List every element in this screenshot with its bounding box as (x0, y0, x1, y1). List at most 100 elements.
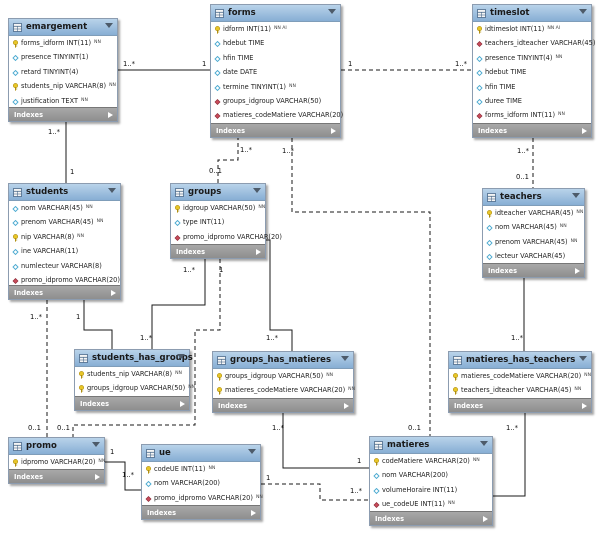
indexes-section[interactable]: Indexes (449, 398, 591, 412)
entity-title[interactable]: promo (9, 438, 104, 455)
column-row[interactable]: nom VARCHAR(45)NN (9, 201, 120, 215)
column-row[interactable]: groups_idgroup VARCHAR(50)NN (75, 381, 195, 395)
column-row[interactable]: hfin TIME (211, 51, 340, 65)
relationship-matieres-groups_has_matieres[interactable] (282, 413, 369, 469)
column-row[interactable]: numlecteur VARCHAR(8) (9, 259, 120, 273)
column-row[interactable]: teachers_idteacher VARCHAR(45)NN (449, 383, 591, 397)
indexes-section[interactable]: Indexes (9, 469, 104, 483)
indexes-section[interactable]: Indexes (142, 505, 260, 519)
indexes-section[interactable]: Indexes (483, 263, 584, 277)
column-row[interactable]: hfin TIME (473, 80, 591, 94)
column-row[interactable]: matieres_codeMatiere VARCHAR(20)NN (213, 383, 355, 397)
indexes-section[interactable]: Indexes (211, 123, 340, 137)
expand-arrow-icon[interactable] (111, 290, 116, 296)
entity-title[interactable]: ue (142, 445, 260, 462)
expand-arrow-icon[interactable] (256, 249, 261, 255)
collapse-toggle-icon[interactable] (108, 188, 116, 193)
expand-arrow-icon[interactable] (251, 510, 256, 516)
relationship-matieres-forms[interactable] (291, 138, 431, 436)
relationship-groups-forms[interactable] (217, 138, 239, 183)
entity-title[interactable]: emargement (9, 19, 117, 36)
column-row[interactable]: promo_idpromo VARCHAR(20) (171, 230, 282, 244)
indexes-section[interactable]: Indexes (171, 244, 265, 258)
relationship-promo-groups[interactable] (72, 259, 221, 437)
column-row[interactable]: prenom VARCHAR(45)NN (483, 235, 584, 249)
column-row[interactable]: termine TINYINT(1)NN (211, 80, 340, 94)
column-row[interactable]: presence TINYINT(4)NN (473, 51, 591, 65)
indexes-section[interactable]: Indexes (75, 396, 189, 410)
relationship-groups-groups_has_matieres[interactable] (265, 239, 293, 351)
expand-arrow-icon[interactable] (582, 403, 587, 409)
column-row[interactable]: nom VARCHAR(200) (142, 476, 260, 490)
column-row[interactable]: forms_idform INT(11)NN (473, 108, 591, 122)
entity-title[interactable]: groups_has_matieres (213, 352, 353, 369)
indexes-section[interactable]: Indexes (213, 398, 353, 412)
relationship-ue-matieres[interactable] (261, 483, 369, 501)
column-row[interactable]: nip VARCHAR(8)NN (9, 230, 120, 244)
expand-arrow-icon[interactable] (180, 401, 185, 407)
entity-title[interactable]: groups (171, 184, 265, 201)
collapse-toggle-icon[interactable] (480, 441, 488, 446)
expand-arrow-icon[interactable] (582, 128, 587, 134)
column-row[interactable]: presence TINYINT(1) (9, 50, 117, 64)
collapse-toggle-icon[interactable] (105, 23, 113, 28)
column-row[interactable]: students_nip VARCHAR(8)NN (9, 79, 117, 93)
column-row[interactable]: idgroup VARCHAR(50)NN (171, 201, 265, 215)
collapse-toggle-icon[interactable] (328, 9, 336, 14)
column-row[interactable]: students_nip VARCHAR(8)NN (75, 367, 189, 381)
entity-title[interactable]: teachers (483, 189, 584, 206)
column-row[interactable]: date DATE (211, 65, 340, 79)
collapse-toggle-icon[interactable] (92, 442, 100, 447)
relationship-matieres-matieres_has_teachers[interactable] (493, 413, 526, 497)
column-row[interactable]: duree TIME (473, 94, 591, 108)
column-row[interactable]: groups_idgroup VARCHAR(50)NN (213, 369, 353, 383)
expand-arrow-icon[interactable] (108, 112, 113, 118)
column-row[interactable]: promo_idpromo VARCHAR(20)NN (142, 491, 263, 505)
collapse-toggle-icon[interactable] (579, 9, 587, 14)
column-row[interactable]: idpromo VARCHAR(20)NN (9, 455, 105, 469)
relationship-promo-ue[interactable] (105, 461, 141, 491)
column-row[interactable]: nom VARCHAR(200) (370, 468, 492, 482)
entity-title[interactable]: students (9, 184, 120, 201)
expand-arrow-icon[interactable] (95, 474, 100, 480)
collapse-toggle-icon[interactable] (579, 356, 587, 361)
column-row[interactable]: ue_codeUE INT(11)NN (370, 497, 492, 511)
column-row[interactable]: ine VARCHAR(11) (9, 244, 120, 258)
column-row[interactable]: codeMatiere VARCHAR(20)NN (370, 454, 492, 468)
entity-title[interactable]: matieres (370, 437, 492, 454)
relationship-groups-students_has_groups[interactable] (151, 259, 206, 349)
column-row[interactable]: volumeHoraire INT(11) (370, 483, 492, 497)
entity-title[interactable]: forms (211, 5, 340, 22)
indexes-section[interactable]: Indexes (473, 123, 591, 137)
column-row[interactable]: codeUE INT(11)NN (142, 462, 260, 476)
column-row[interactable]: matieres_codeMatiere VARCHAR(20)NN (449, 369, 591, 383)
column-row[interactable]: promo_idpromo VARCHAR(20) (9, 273, 120, 287)
column-row[interactable]: teachers_idteacher VARCHAR(45) (473, 36, 595, 50)
expand-arrow-icon[interactable] (575, 268, 580, 274)
column-row[interactable]: idtimeslot INT(11)NN AI (473, 22, 591, 36)
column-row[interactable]: groups_idgroup VARCHAR(50) (211, 94, 340, 108)
column-row[interactable]: retard TINYINT(4) (9, 65, 117, 79)
relationship-students-students_has_groups[interactable] (83, 300, 113, 349)
entity-title[interactable]: matieres_has_teachers (449, 352, 591, 369)
entity-title[interactable]: students_has_groups (75, 350, 193, 367)
column-row[interactable]: matieres_codeMatiere VARCHAR(20) (211, 108, 343, 122)
column-row[interactable]: type INT(11) (171, 215, 265, 229)
entity-title[interactable]: timeslot (473, 5, 591, 22)
column-row[interactable]: prenom VARCHAR(45)NN (9, 215, 120, 229)
expand-arrow-icon[interactable] (331, 128, 336, 134)
collapse-toggle-icon[interactable] (572, 193, 580, 198)
column-row[interactable]: idteacher VARCHAR(45)NN (483, 206, 584, 220)
